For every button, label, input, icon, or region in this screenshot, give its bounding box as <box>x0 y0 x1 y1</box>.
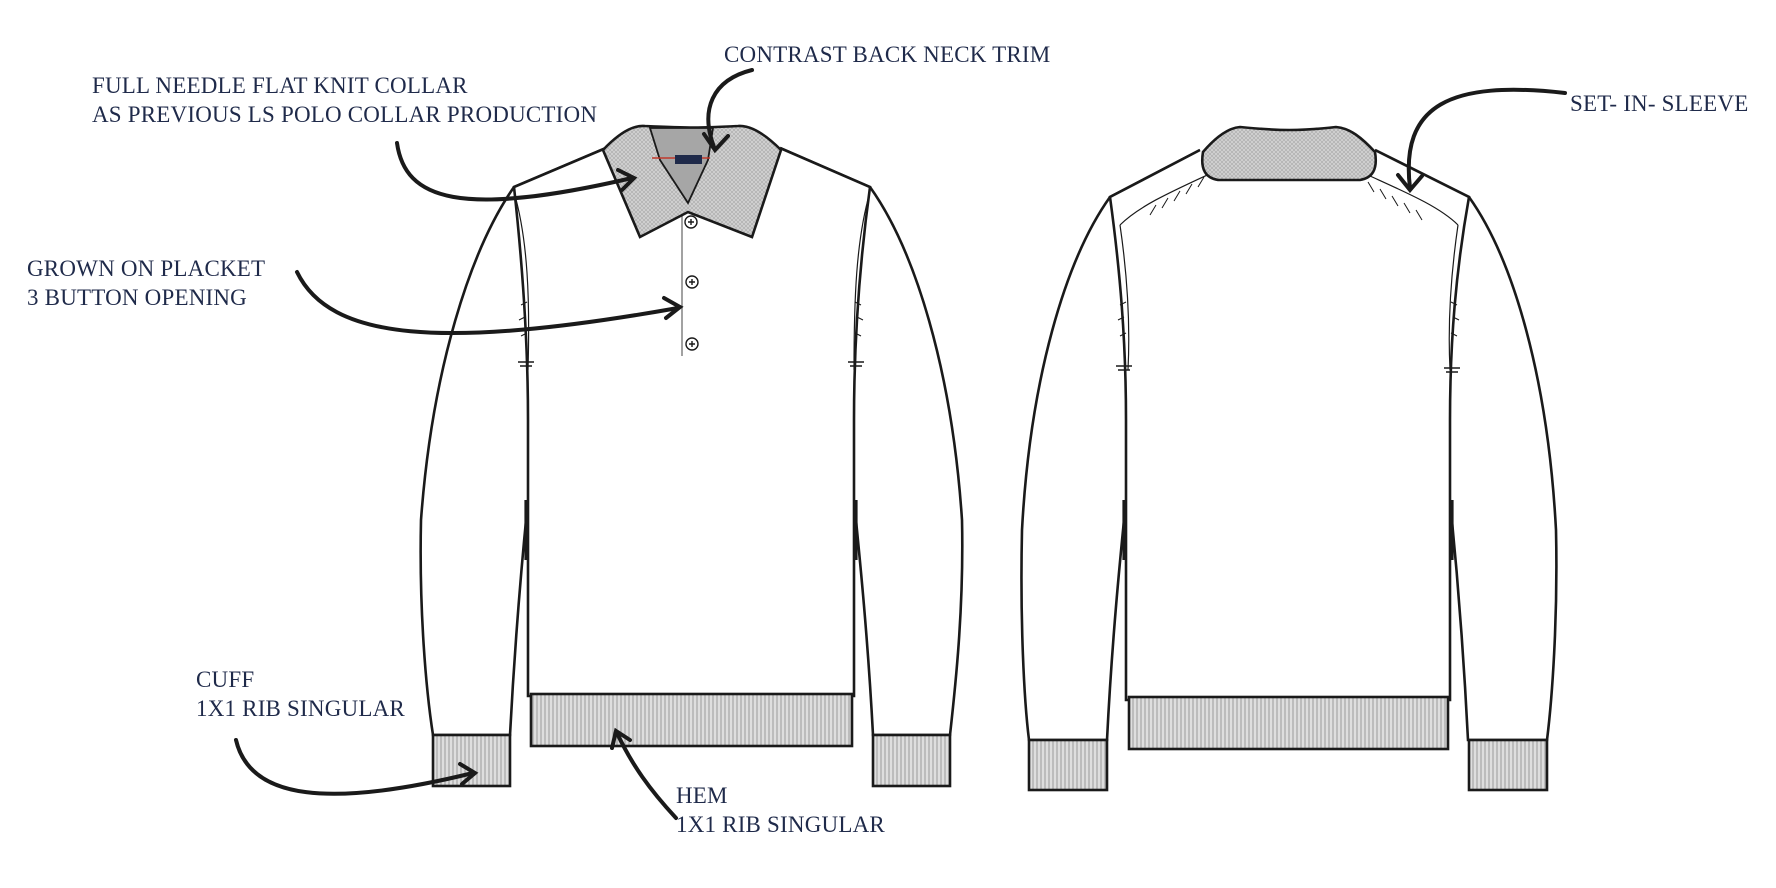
front-view <box>419 124 964 788</box>
inner-back-neck <box>648 127 715 205</box>
label-collar-line2: AS PREVIOUS LS POLO COLLAR PRODUCTION <box>92 102 598 127</box>
arrow-cuff <box>234 738 475 796</box>
front-hem-rib <box>529 692 854 748</box>
arrow-placket <box>295 270 680 336</box>
label-placket-line2: 3 BUTTON OPENING <box>27 285 247 310</box>
label-contrast-line1: CONTRAST BACK NECK TRIM <box>724 42 1051 67</box>
label-grown-on-placket: GROWN ON PLACKET 3 BUTTON OPENING <box>27 254 265 312</box>
back-collar <box>1200 125 1378 182</box>
label-placket-line1: GROWN ON PLACKET <box>27 256 266 281</box>
label-contrast-back-neck-trim: CONTRAST BACK NECK TRIM <box>724 40 1050 69</box>
arrow-collar <box>395 141 634 202</box>
label-hem-line2: 1X1 RIB SINGULAR <box>676 812 885 837</box>
front-right-cuff <box>871 733 952 788</box>
back-left-cuff <box>1027 738 1109 792</box>
back-hem-rib <box>1127 695 1450 751</box>
label-cuff: CUFF 1X1 RIB SINGULAR <box>196 665 405 723</box>
arrow-sleeve <box>1406 87 1567 190</box>
callout-arrows <box>234 68 1567 820</box>
arrow-contrast-trim <box>706 68 754 149</box>
back-right-cuff <box>1467 738 1549 792</box>
label-cuff-line1: CUFF <box>196 667 255 692</box>
arrow-hem <box>615 731 678 820</box>
neck-label <box>675 155 702 164</box>
front-body <box>512 146 872 698</box>
placket-buttons <box>684 215 699 351</box>
label-sleeve-line1: SET- IN- SLEEVE <box>1570 91 1749 116</box>
label-hem-line1: HEM <box>676 783 728 808</box>
label-collar-line1: FULL NEEDLE FLAT KNIT COLLAR <box>92 73 468 98</box>
back-body <box>1108 148 1471 702</box>
label-hem: HEM 1X1 RIB SINGULAR <box>676 781 885 839</box>
label-cuff-line2: 1X1 RIB SINGULAR <box>196 696 405 721</box>
back-view <box>1020 125 1558 792</box>
label-set-in-sleeve: SET- IN- SLEEVE <box>1570 89 1748 118</box>
label-flat-knit-collar: FULL NEEDLE FLAT KNIT COLLAR AS PREVIOUS… <box>92 71 597 129</box>
